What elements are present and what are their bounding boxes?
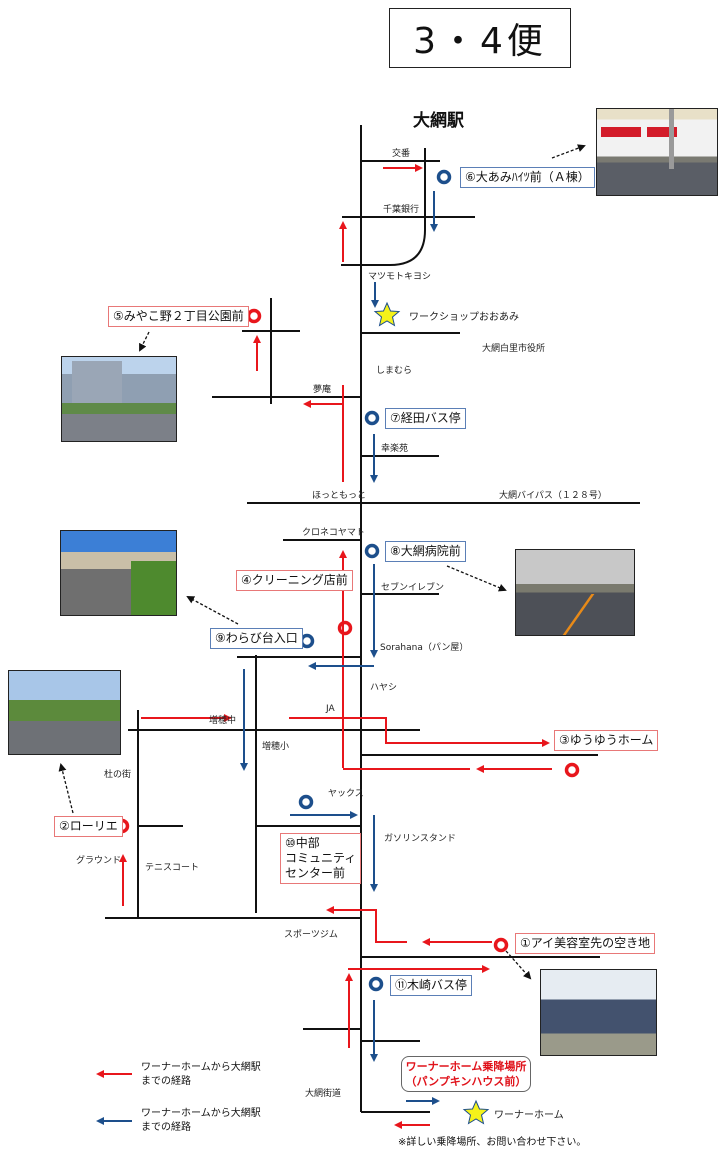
red-arrow xyxy=(303,400,344,482)
stop-5[interactable]: ⑤みやこ野２丁目公園前 xyxy=(108,306,249,327)
stop-marker-7 xyxy=(364,410,380,426)
landmark-seven: セブンイレブン xyxy=(381,583,445,593)
legend-red: ワーナーホームから大網駅 までの経路 xyxy=(141,1061,261,1089)
photo-stop-9 xyxy=(60,530,177,616)
landmark-morinomachi: 杜の街 xyxy=(104,770,132,780)
stop-10[interactable]: ⑩中部 コミュニティ センター前 xyxy=(280,833,362,884)
stop-10-line3: センター前 xyxy=(285,866,346,880)
landmark-kuroneko: クロネコヤマト xyxy=(302,528,365,538)
landmark-bypass: 大網バイパス（１２８号） xyxy=(499,491,607,501)
landmark-ground: グラウンド xyxy=(76,856,122,866)
red-route xyxy=(96,164,552,1129)
landmark-yakkusu: ヤックス xyxy=(328,789,364,799)
stop-marker-6 xyxy=(436,169,452,185)
landmark-sportsgym: スポーツジム xyxy=(284,930,338,940)
photo-stop-8 xyxy=(515,549,635,636)
pointer-6 xyxy=(551,144,586,159)
stop-9[interactable]: ⑨わらび台入口 xyxy=(210,628,303,649)
legend-red-line2: までの経路 xyxy=(141,1076,191,1087)
landmark-kourakuen: 幸楽苑 xyxy=(381,444,409,454)
landmark-hayashi: ハヤシ xyxy=(370,683,398,693)
landmark-tennis: テニスコート xyxy=(145,863,200,873)
landmark-city-hall: 大網白里市役所 xyxy=(482,344,546,354)
stop-2[interactable]: ②ローリエ xyxy=(54,816,123,837)
photo-stop-6 xyxy=(596,108,718,196)
workshop-star-icon xyxy=(373,301,401,327)
stop-8[interactable]: ⑧大網病院前 xyxy=(385,541,466,562)
stop-10-line1: ⑩中部 xyxy=(285,836,320,850)
stop-marker-10 xyxy=(298,794,314,810)
blue-route xyxy=(96,191,440,1125)
pickup-line1: ワーナーホーム乗降場所 xyxy=(405,1060,527,1073)
landmark-ja: JA xyxy=(326,704,335,714)
pickup-location-box: ワーナーホーム乗降場所 （パンプキンハウス前） xyxy=(401,1056,531,1092)
place-workshop: ワークショップおおあみ xyxy=(409,312,519,323)
page-title: 3・4便 xyxy=(389,8,571,68)
pickup-line2: （パンプキンハウス前） xyxy=(405,1075,527,1088)
landmark-kaido: 大網街道 xyxy=(305,1089,342,1099)
pointer-2 xyxy=(58,763,74,814)
footnote: ※詳しい乗降場所、お問い合わせ下さい。 xyxy=(398,1137,587,1148)
stop-1[interactable]: ①アイ美容室先の空き地 xyxy=(515,933,656,954)
stop-marker-5 xyxy=(246,308,262,324)
landmark-masuho-el: 増穂小 xyxy=(262,742,290,752)
warner-home-star-icon xyxy=(462,1099,490,1125)
landmark-shimamura: しまむら xyxy=(376,366,413,376)
pointer-8 xyxy=(446,565,507,592)
stop-marker-4 xyxy=(337,620,353,636)
photo-stop-2 xyxy=(8,670,121,755)
pointer-9 xyxy=(186,596,239,625)
photo-stop-1 xyxy=(540,969,657,1056)
landmark-hottomotto: ほっともっと xyxy=(312,491,367,501)
photo-stop-5 xyxy=(61,356,177,442)
stop-3[interactable]: ③ゆうゆうホーム xyxy=(554,730,659,751)
stop-6[interactable]: ⑥大あみﾊｲﾂ前（Ａ棟） xyxy=(460,167,595,188)
red-arrow xyxy=(326,906,407,943)
landmark-sorahana: Sorahana（パン屋） xyxy=(380,643,469,653)
red-arrow xyxy=(289,717,550,747)
station-label: 大網駅 xyxy=(413,111,464,131)
stop-marker-11 xyxy=(368,976,384,992)
stop-4[interactable]: ④クリーニング店前 xyxy=(236,570,353,591)
landmark-gas: ガソリンスタンド xyxy=(384,834,456,844)
landmark-masuho-jr: 増穂中 xyxy=(209,716,237,726)
stop-marker-8 xyxy=(364,543,380,559)
stop-11[interactable]: ⑪木崎バス停 xyxy=(390,975,473,996)
legend-blue-line1: ワーナーホームから大網駅 xyxy=(141,1108,261,1119)
place-warner-home: ワーナーホーム xyxy=(494,1110,564,1121)
stop-marker-9 xyxy=(299,633,315,649)
landmark-chiba-bank: 千葉銀行 xyxy=(383,205,420,215)
pointer-5 xyxy=(139,331,150,352)
landmark-muan: 夢庵 xyxy=(313,385,332,395)
landmark-koban: 交番 xyxy=(392,149,411,159)
stop-marker-3 xyxy=(564,762,580,778)
legend-blue: ワーナーホームから大網駅 までの経路 xyxy=(141,1107,261,1135)
legend-blue-line2: までの経路 xyxy=(141,1122,191,1133)
stop-10-line2: コミュニティ xyxy=(285,851,357,865)
legend-red-line1: ワーナーホームから大網駅 xyxy=(141,1062,261,1073)
landmark-matsumoto: マツモトキヨシ xyxy=(368,272,432,282)
road-curve xyxy=(341,148,426,266)
stop-marker-1 xyxy=(493,937,509,953)
pointer-1 xyxy=(505,950,532,980)
stop-7[interactable]: ⑦経田バス停 xyxy=(385,408,466,429)
